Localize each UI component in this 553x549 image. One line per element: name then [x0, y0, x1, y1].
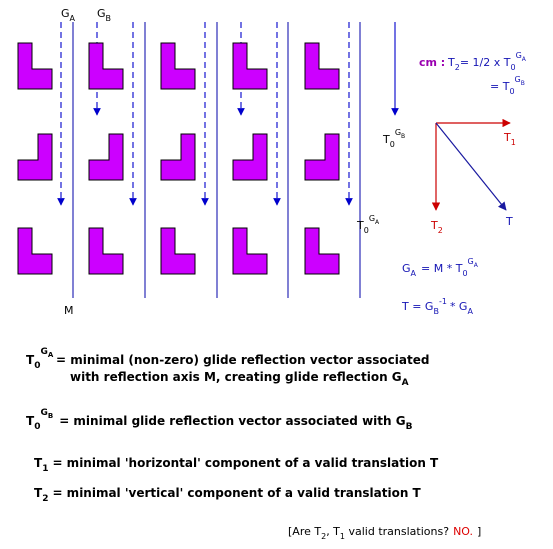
cm-label: cm : — [419, 56, 445, 69]
cm-line-1: T2= 1/2 x T0GA — [447, 51, 527, 72]
definition-t2: T2= minimal 'vertical' component of a va… — [34, 486, 422, 504]
label-ga: GA — [61, 7, 76, 23]
l-shape — [88, 42, 124, 90]
l-shape-pattern — [17, 42, 340, 275]
l-shape — [304, 42, 340, 90]
cm-line-2: = T0GB — [490, 75, 525, 96]
l-shape-mirrored — [160, 133, 196, 181]
label-t2: T2 — [430, 219, 443, 235]
formula-t: T = GB-1* GA — [401, 297, 473, 316]
l-shape — [232, 227, 268, 275]
l-shape — [304, 227, 340, 275]
definition-t0-ga-line-2: with reflection axis M, creating glide r… — [70, 370, 409, 388]
l-shape-mirrored — [232, 133, 268, 181]
l-shape — [17, 227, 53, 275]
l-shape — [160, 227, 196, 275]
axis-lines — [57, 22, 399, 298]
l-shape — [88, 227, 124, 275]
definition-t0-gb: T0GB= minimal glide reflection vector as… — [26, 408, 413, 432]
definition-t0-ga-symbol: T0GA — [26, 347, 54, 371]
definition-t1: T1= minimal 'horizontal' component of a … — [34, 456, 439, 474]
l-shape — [17, 42, 53, 90]
label-t: T — [505, 215, 513, 228]
label-m: M — [64, 304, 74, 317]
question-text: [Are T2, T1 valid translations?NO.] — [288, 525, 481, 541]
question-answer: NO. — [453, 525, 473, 538]
vector-t — [435, 122, 507, 211]
definition-t0-ga-line-1: = minimal (non-zero) glide reflection ve… — [56, 353, 429, 367]
l-shape-mirrored — [304, 133, 340, 181]
formula-ga: GA= M * T0GA — [402, 257, 479, 278]
l-shape — [160, 42, 196, 90]
l-shape-mirrored — [88, 133, 124, 181]
label-t1: T1 — [503, 131, 516, 147]
label-t0-gb: T0GB — [382, 128, 405, 149]
l-shape-mirrored — [17, 133, 53, 181]
label-t0-ga: T0GA — [356, 214, 380, 235]
label-gb: GB — [97, 7, 111, 23]
l-shape — [232, 42, 268, 90]
